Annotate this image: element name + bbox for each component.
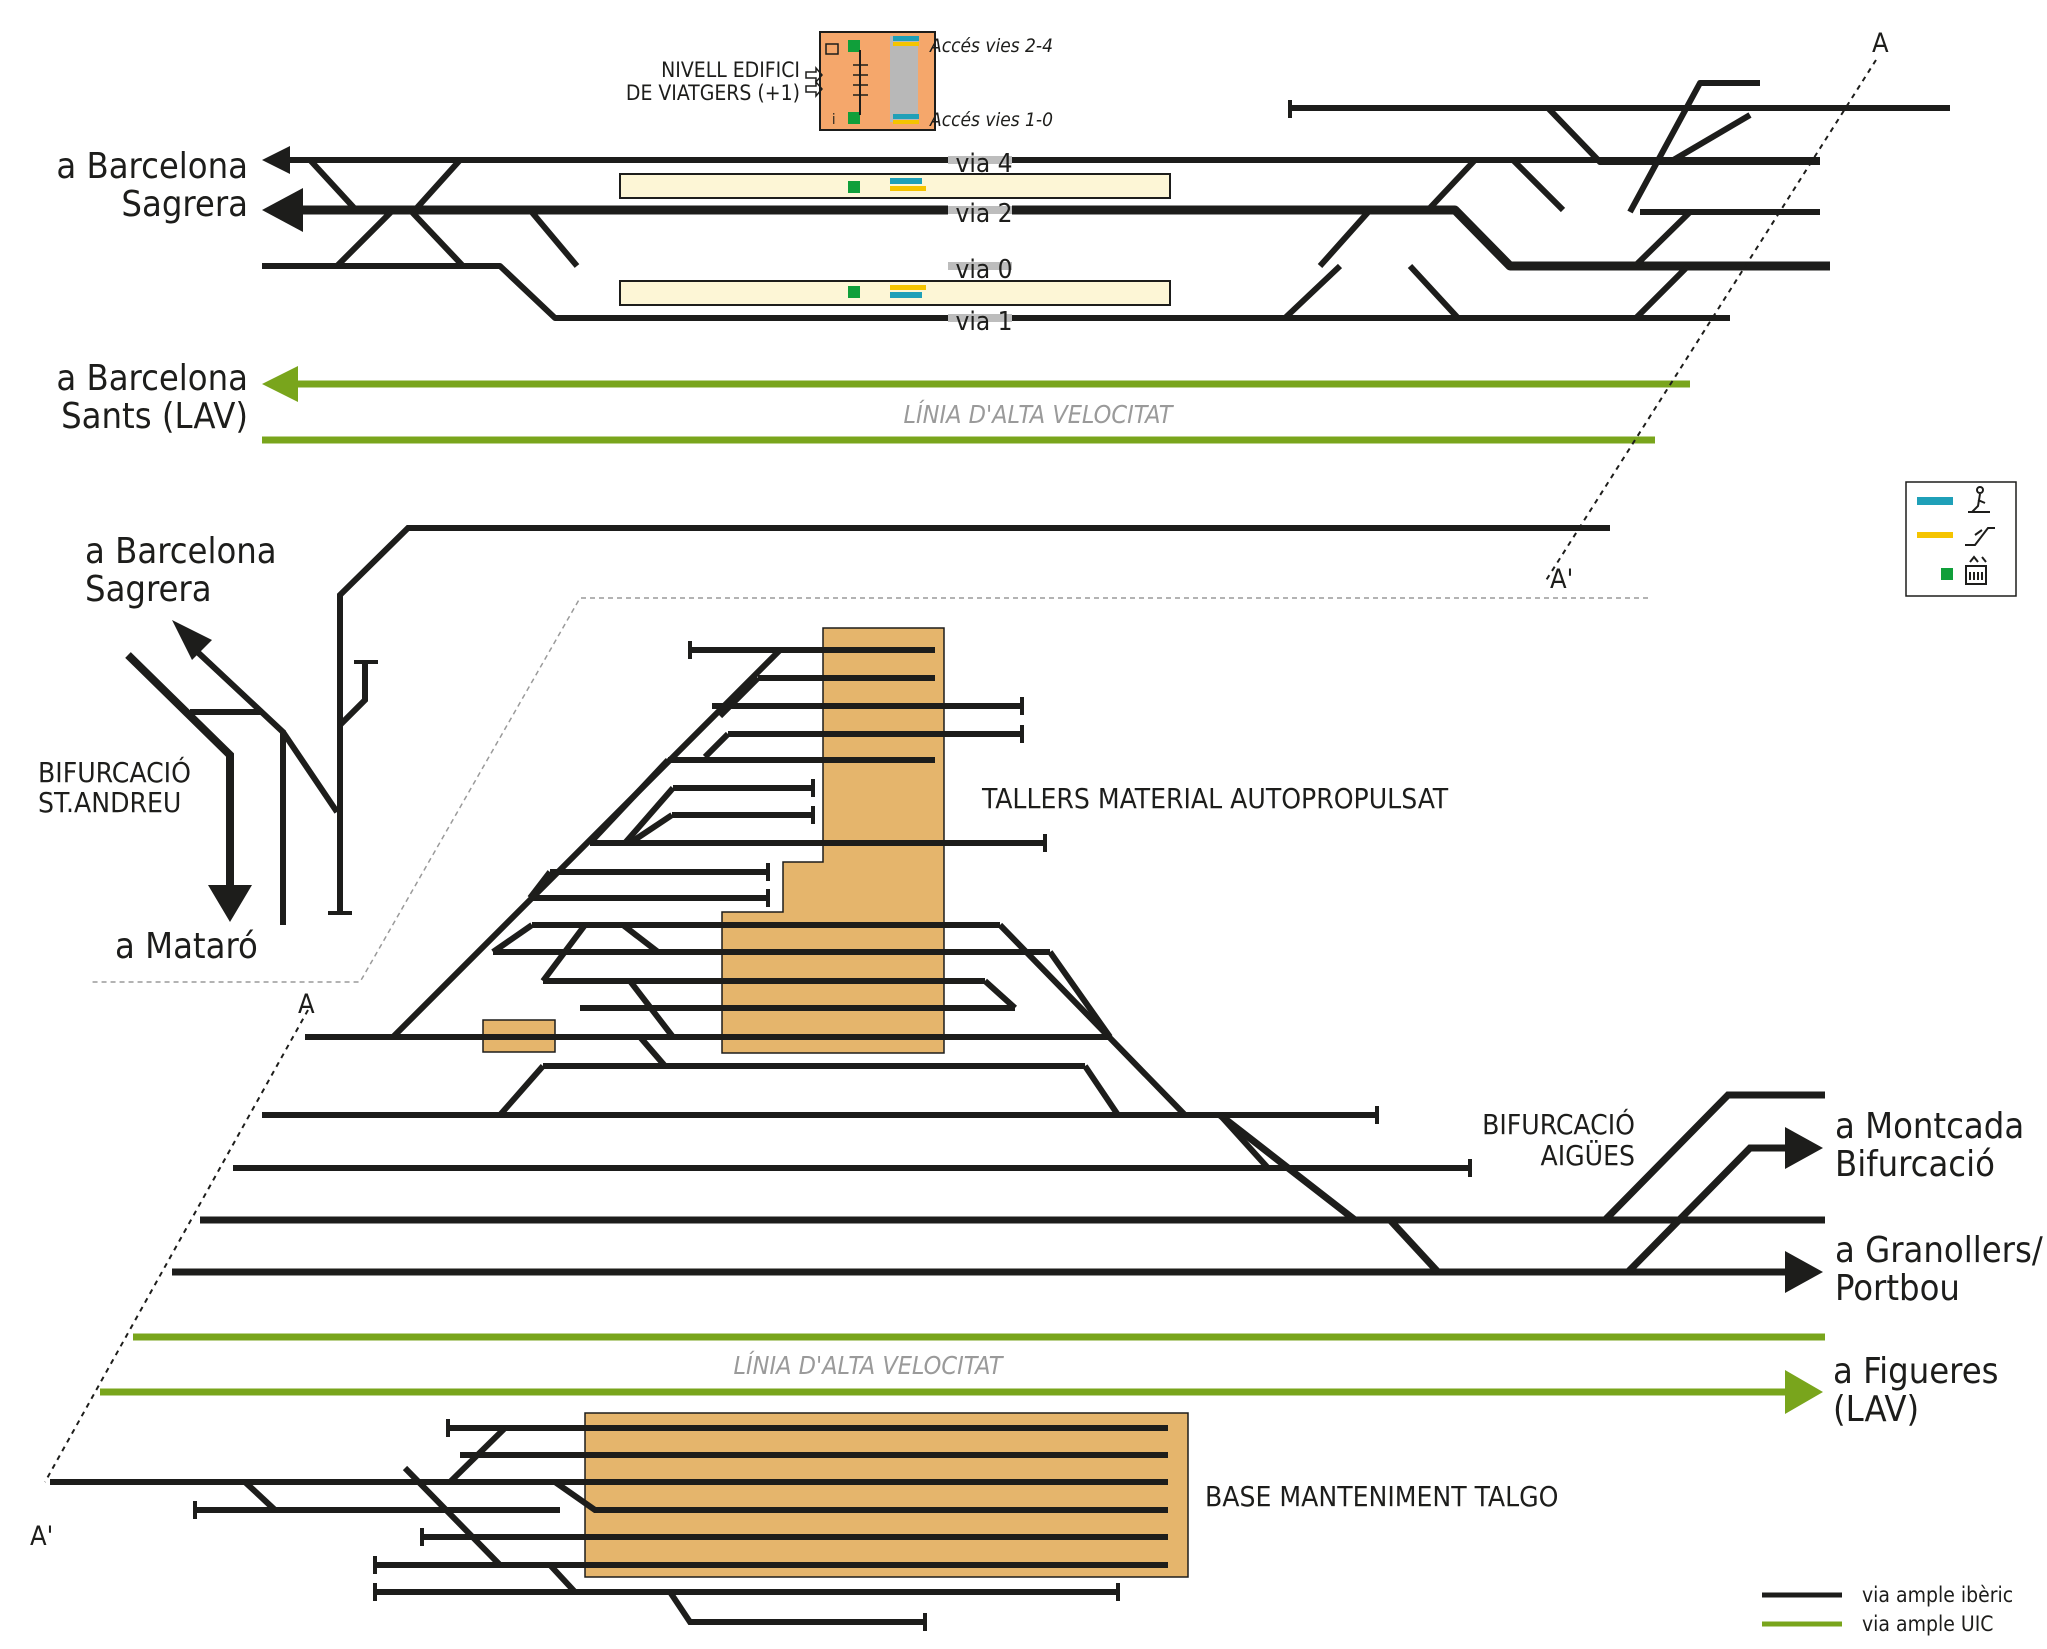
dest-granollers-line2: Portbou [1835,1268,1960,1309]
talgo-building [584,1412,1189,1578]
connector-track [337,525,1610,915]
track-label-via-0: via 0 [956,255,1013,285]
section-mark-bottom-a: A [298,989,315,1020]
arrow-sants [262,366,298,402]
dest-granollers-line1: a Granollers/ [1835,1230,2043,1271]
dest-figueres-line2: (LAV) [1833,1389,1919,1430]
bifurcation-st-andreu-line1: BIFURCACIÓ [38,755,191,789]
bottom-section: a Barcelona Sagrera BIFURCACIÓ ST.ANDREU… [30,531,2043,1631]
bottom-high-speed-label: LÍNIA D'ALTA VELOCITAT [734,1351,1005,1380]
dest-sagrera-line2: Sagrera [121,184,248,225]
legend-iberian: via ample ibèric [1862,1583,2013,1607]
section-mark-top-a: A [1872,28,1889,59]
escalator-icon [1965,527,1995,546]
section-cut-top [1544,59,1877,583]
via-labels [948,149,1012,329]
dest-sants-line1: a Barcelona [56,358,248,399]
track-label-via-1: via 1 [956,307,1013,337]
dest-montcada-line1: a Montcada [1835,1106,2024,1147]
main-lines [172,1091,1825,1276]
dest-sagrera-line1: a Barcelona [56,146,248,187]
bifurcation-aigues-line2: AIGÜES [1540,1138,1635,1172]
st-andreu-sagrera-line1: a Barcelona [85,531,277,572]
track-label-via-4: via 4 [956,149,1013,179]
arrow-mataro [208,885,252,922]
workshop-tracks [233,641,1472,1177]
arrow-granollers [1785,1251,1823,1293]
top-iberian-tracks [262,80,1950,321]
top-section: i NIVELL EDIFICI DE VIATGERS (+1) Accés … [56,28,1950,915]
access-top-label: Accés vies 2-4 [929,35,1053,57]
st-andreu-sagrera-line2: Sagrera [85,569,212,610]
stairs-icon [1968,486,1990,513]
building-label-line1: NIVELL EDIFICI [661,58,800,82]
dest-montcada-line2: Bifurcació [1835,1144,1995,1185]
platform-upper-access [848,178,926,193]
arrow-st-andreu-sagrera [172,620,212,660]
talgo-tracks [50,1419,1168,1631]
top-high-speed-tracks [262,380,1690,444]
section-mark-bottom-a-prime: A' [30,1521,53,1552]
passenger-building: i [805,31,936,131]
arrow-montcada [1785,1127,1823,1169]
stairs-swatch [1917,497,1953,505]
workshop-label: TALLERS MATERIAL AUTOPROPULSAT [981,782,1449,815]
arrow-figueres [1785,1370,1823,1414]
track-type-legend: via ample ibèric via ample UIC [1762,1583,2013,1636]
access-bottom-label: Accés vies 1-0 [929,109,1053,131]
legend-uic: via ample UIC [1862,1612,1993,1636]
elevator-swatch [1941,568,1953,580]
platform-lower-access [848,285,926,298]
escalator-swatch [1917,532,1953,538]
talgo-label: BASE MANTENIMENT TALGO [1205,1480,1558,1513]
track-label-via-2: via 2 [956,199,1013,229]
dest-figueres-line1: a Figueres [1833,1351,1999,1392]
bifurcation-st-andreu-line2: ST.ANDREU [38,786,181,819]
bifurcation-aigues-line1: BIFURCACIÓ [1482,1107,1635,1141]
dest-mataro: a Mataró [115,926,258,967]
top-high-speed-label: LÍNIA D'ALTA VELOCITAT [904,400,1175,429]
section-cut-bottom [44,1009,309,1483]
elevator-icon [1965,555,1987,585]
st-andreu-tracks [125,642,378,925]
bottom-high-speed-tracks [100,1333,1825,1396]
symbol-legend [1905,481,2017,597]
dest-sants-line2: Sants (LAV) [61,396,248,437]
boundary-line [90,597,1648,983]
arrow-sagrera-via2 [262,188,303,232]
building-label-line2: DE VIATGERS (+1) [626,81,800,105]
info-mark: i [832,112,836,128]
section-mark-top-a-prime: A' [1550,564,1573,595]
arrow-sagrera-via4 [262,146,290,174]
